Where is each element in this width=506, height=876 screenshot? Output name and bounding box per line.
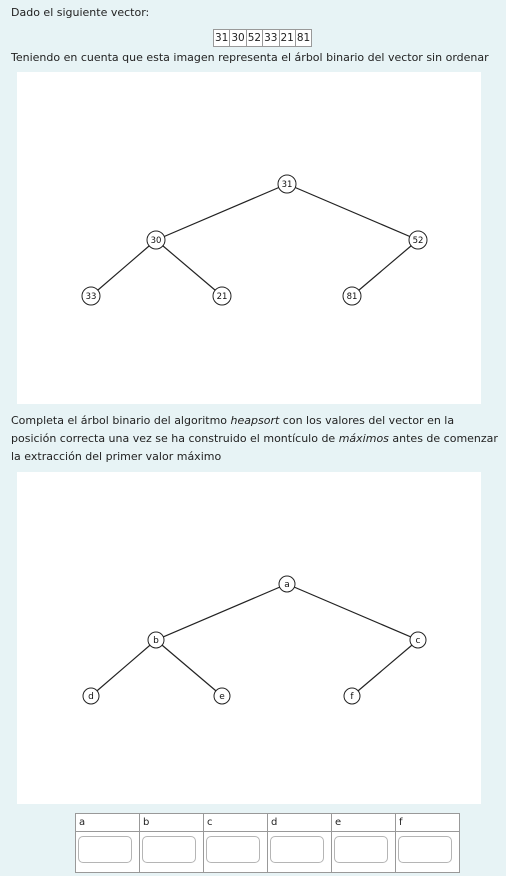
answer-cell bbox=[395, 831, 460, 873]
tree-edge bbox=[351, 239, 419, 297]
answer-label-c: c bbox=[203, 813, 268, 832]
tree-node bbox=[342, 286, 362, 306]
vector-cell: 81 bbox=[296, 32, 311, 44]
question-part: con los valores del vector en la posició… bbox=[11, 414, 455, 445]
vector-cell: 30 bbox=[231, 30, 247, 46]
answer-input-a[interactable] bbox=[78, 836, 132, 863]
tree-node bbox=[409, 631, 427, 649]
vector-cell: 31 bbox=[215, 30, 231, 46]
answer-label-b: b bbox=[139, 813, 204, 832]
question-part: antes de comenzar la extracción del prim… bbox=[11, 432, 498, 463]
tree-node bbox=[278, 575, 296, 593]
tree-node-label: 52 bbox=[413, 236, 424, 246]
tree-node-label: c bbox=[416, 636, 421, 646]
tree-node-label: 21 bbox=[217, 292, 228, 302]
tree-edge bbox=[90, 239, 157, 297]
tree-edge bbox=[351, 639, 419, 697]
question-part: Completa el árbol binario del algoritmo bbox=[11, 414, 231, 427]
answer-input-d[interactable] bbox=[270, 836, 324, 863]
tree-node-label: d bbox=[88, 692, 94, 702]
answer-input-e[interactable] bbox=[334, 836, 388, 863]
tree-node bbox=[213, 687, 231, 705]
answer-input-c[interactable] bbox=[206, 836, 260, 863]
tree-node-label: a bbox=[284, 580, 290, 590]
vector-cell: 33 bbox=[264, 30, 280, 46]
tree-edge bbox=[90, 639, 157, 697]
intro-text: Dado el siguiente vector: bbox=[11, 6, 150, 19]
answer-input-f[interactable] bbox=[398, 836, 452, 863]
tree-node bbox=[277, 174, 297, 194]
answer-cell bbox=[75, 831, 140, 873]
unsorted-tree-image: 31 30 52 33 21 81 bbox=[17, 72, 481, 404]
heap-tree-diagram: a b c d e f bbox=[82, 575, 427, 705]
tree-edge bbox=[286, 183, 419, 241]
tree-node bbox=[81, 286, 101, 306]
tree-edge bbox=[286, 583, 419, 641]
answer-cell bbox=[139, 831, 204, 873]
tree-edge bbox=[155, 183, 288, 241]
tree-edge bbox=[155, 239, 223, 297]
answer-input-b[interactable] bbox=[142, 836, 196, 863]
tree-node-label: f bbox=[350, 692, 354, 702]
question-text: Completa el árbol binario del algoritmo … bbox=[11, 412, 501, 466]
tree-node bbox=[146, 230, 166, 250]
answer-cell bbox=[203, 831, 268, 873]
tree-node-label: 33 bbox=[86, 292, 97, 302]
answer-cell bbox=[331, 831, 396, 873]
answer-cell bbox=[267, 831, 332, 873]
tree-node bbox=[82, 687, 100, 705]
tree-node bbox=[212, 286, 232, 306]
tree-node-label: b bbox=[153, 636, 159, 646]
tree-node-label: e bbox=[219, 692, 225, 702]
answer-label-d: d bbox=[267, 813, 332, 832]
heap-tree-image: a b c d e f bbox=[17, 472, 481, 804]
tree-node bbox=[147, 631, 165, 649]
answer-label-a: a bbox=[75, 813, 140, 832]
tree-node-label: 81 bbox=[347, 292, 358, 302]
question-emphasis: máximos bbox=[338, 432, 389, 445]
tree-edge bbox=[155, 583, 288, 641]
answer-label-f: f bbox=[395, 813, 460, 832]
context-text: Teniendo en cuenta que esta imagen repre… bbox=[11, 51, 489, 64]
vector-cell: 52 bbox=[247, 30, 264, 46]
answer-table: a b c d e f bbox=[75, 813, 460, 873]
question-emphasis: heapsort bbox=[230, 414, 280, 427]
tree-node bbox=[343, 687, 361, 705]
vector-display: 31 30 52 33 21 81 bbox=[213, 29, 313, 47]
tree-node bbox=[408, 230, 428, 250]
answer-label-e: e bbox=[331, 813, 396, 832]
unsorted-tree-diagram: 31 30 52 33 21 81 bbox=[81, 174, 428, 306]
tree-edge bbox=[155, 639, 223, 697]
vector-cell: 21 bbox=[280, 30, 296, 46]
tree-node-label: 30 bbox=[151, 236, 162, 246]
tree-node-label: 31 bbox=[282, 180, 293, 190]
